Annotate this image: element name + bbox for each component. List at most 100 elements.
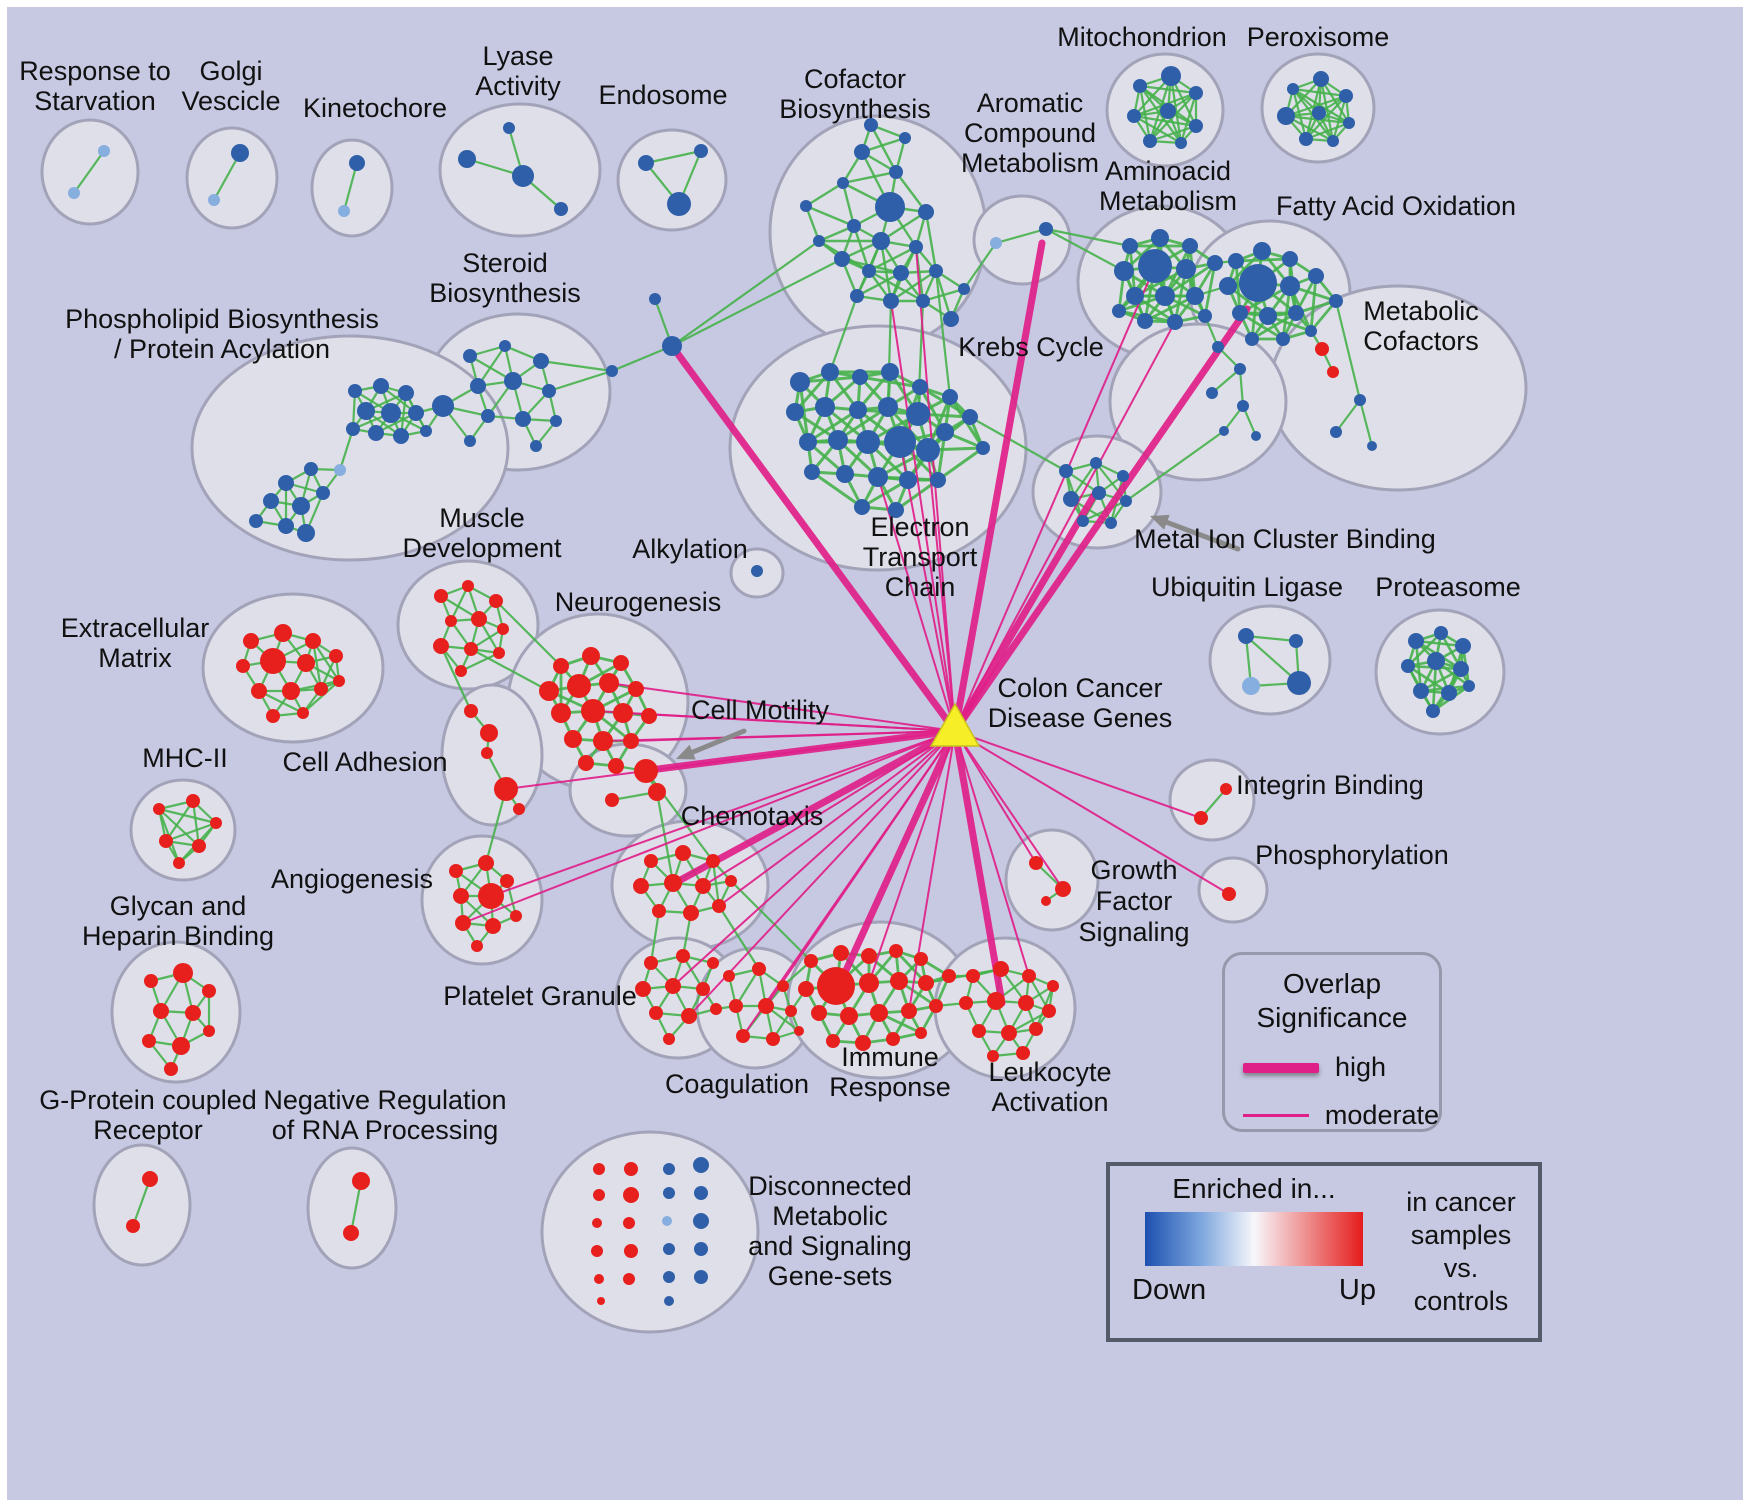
neurogenesis-node[interactable]: [613, 703, 633, 723]
krebs-etc-node[interactable]: [906, 402, 930, 426]
disconnected-blue-node[interactable]: [663, 1271, 675, 1283]
mitochondrion-node[interactable]: [1175, 137, 1187, 149]
endosome-node[interactable]: [694, 144, 708, 158]
immune-response-node[interactable]: [886, 1032, 900, 1046]
extracellular-matrix-node[interactable]: [314, 682, 328, 696]
disconnected-red-node[interactable]: [592, 1218, 602, 1228]
neurogenesis-node[interactable]: [539, 681, 559, 701]
metabolic-connectors-node[interactable]: [1251, 431, 1261, 441]
ubiquitin-ligase-node[interactable]: [1242, 677, 1260, 695]
steroid-biosynthesis-node[interactable]: [550, 415, 562, 427]
g-protein-coupled-receptor-node[interactable]: [126, 1219, 140, 1233]
phospholipid-biosynthesis-node[interactable]: [368, 425, 384, 441]
cofactor-biosynthesis-node[interactable]: [837, 177, 849, 189]
peroxisome-node[interactable]: [1339, 89, 1353, 103]
angiogenesis-node[interactable]: [449, 864, 463, 878]
disconnected-blue-node[interactable]: [694, 1242, 708, 1256]
steroid-biosynthesis-node[interactable]: [504, 372, 522, 390]
platelet-granule-node[interactable]: [707, 957, 719, 969]
krebs-etc-node[interactable]: [852, 369, 868, 385]
krebs-etc-node[interactable]: [888, 502, 904, 518]
krebs-etc-node[interactable]: [836, 465, 854, 483]
metabolic-cofactors-node[interactable]: [1327, 366, 1339, 378]
mitochondrion-node[interactable]: [1161, 66, 1181, 86]
leukocyte-activation-node[interactable]: [1001, 1025, 1017, 1041]
coagulation-node[interactable]: [752, 962, 766, 976]
cofactor-biosynthesis-node[interactable]: [916, 294, 930, 308]
chemotaxis-node[interactable]: [695, 878, 711, 894]
lyase-activity-node[interactable]: [554, 202, 568, 216]
integrin-binding-node[interactable]: [1220, 783, 1232, 795]
platelet-granule-node[interactable]: [649, 1006, 663, 1020]
platelet-granule-node[interactable]: [644, 956, 658, 970]
chemotaxis-node[interactable]: [683, 905, 699, 921]
aminoacid-metabolism-node[interactable]: [1138, 249, 1172, 283]
chemotaxis-node[interactable]: [652, 904, 666, 918]
krebs-etc-node[interactable]: [849, 401, 867, 419]
leukocyte-activation-node[interactable]: [987, 1050, 999, 1062]
aminoacid-metabolism-node[interactable]: [1207, 255, 1223, 271]
disconnected-red-node[interactable]: [624, 1244, 638, 1258]
mitochondrion-node[interactable]: [1189, 86, 1203, 100]
aminoacid-metabolism-node[interactable]: [1155, 286, 1175, 306]
phospholipid-biosynthesis-node[interactable]: [263, 493, 279, 509]
cofactor-biosynthesis-node[interactable]: [883, 293, 899, 309]
mitochondrion-node[interactable]: [1143, 134, 1157, 148]
metabolic-connectors-node[interactable]: [1234, 363, 1246, 375]
fatty-acid-oxidation-node[interactable]: [1280, 276, 1300, 296]
steroid-biosynthesis-node[interactable]: [542, 384, 556, 398]
lyase-activity-node[interactable]: [512, 165, 534, 187]
mhc-ii-node[interactable]: [192, 839, 206, 853]
platelet-granule-node[interactable]: [663, 1033, 675, 1045]
glycan-heparin-binding-node[interactable]: [203, 1025, 215, 1037]
disconnected-blue-node[interactable]: [663, 1163, 675, 1175]
fatty-acid-oxidation-node[interactable]: [1232, 305, 1248, 321]
extracellular-matrix-node[interactable]: [297, 707, 309, 719]
platelet-granule-node[interactable]: [696, 982, 710, 996]
metabolic-connectors-node[interactable]: [1206, 387, 1218, 399]
chemotaxis-node[interactable]: [725, 875, 737, 887]
cofactor-biosynthesis-node[interactable]: [893, 265, 909, 281]
leukocyte-activation-node[interactable]: [966, 969, 980, 983]
coagulation-node[interactable]: [785, 1005, 797, 1017]
aromatic-compound-metabolism-node[interactable]: [1039, 222, 1053, 236]
coagulation-node[interactable]: [777, 980, 789, 992]
disconnected-blue-node[interactable]: [662, 1216, 672, 1226]
neurogenesis-node[interactable]: [599, 673, 619, 693]
cofactor-biosynthesis-node[interactable]: [872, 232, 890, 250]
peroxisome-node[interactable]: [1299, 132, 1313, 146]
neurogenesis-node[interactable]: [641, 708, 657, 724]
aminoacid-metabolism-node[interactable]: [1126, 287, 1144, 305]
mitochondrion-node[interactable]: [1133, 79, 1147, 93]
krebs-etc-node[interactable]: [912, 379, 928, 395]
disconnected-red-node[interactable]: [593, 1189, 605, 1201]
krebs-etc-node[interactable]: [976, 441, 990, 455]
platelet-granule-node[interactable]: [710, 1003, 722, 1015]
golgi-vescicle-node[interactable]: [208, 194, 220, 206]
disconnected-blue-node[interactable]: [694, 1186, 708, 1200]
disconnected-red-node[interactable]: [594, 1274, 604, 1284]
immune-response-node[interactable]: [889, 944, 903, 958]
kinetochore-node[interactable]: [349, 155, 365, 171]
leukocyte-activation-node[interactable]: [1016, 1046, 1030, 1060]
neurogenesis-node[interactable]: [582, 647, 600, 665]
immune-response-node[interactable]: [833, 945, 849, 961]
peroxisome-node[interactable]: [1313, 71, 1329, 87]
negative-regulation-rna-node[interactable]: [343, 1225, 359, 1241]
aminoacid-metabolism-node[interactable]: [1182, 238, 1198, 254]
colon-cancer-disease-genes-node[interactable]: [929, 702, 981, 747]
peroxisome-node[interactable]: [1277, 107, 1295, 125]
angiogenesis-node[interactable]: [453, 888, 469, 904]
krebs-etc-node[interactable]: [854, 499, 870, 515]
peroxisome-node[interactable]: [1343, 117, 1355, 129]
immune-response-node[interactable]: [859, 973, 879, 993]
lyase-activity-node[interactable]: [458, 150, 476, 168]
krebs-etc-node[interactable]: [804, 464, 820, 480]
cell-motility-node[interactable]: [648, 783, 666, 801]
phospholipid-biosynthesis-node[interactable]: [357, 402, 375, 420]
krebs-etc-node[interactable]: [942, 389, 958, 405]
phospholipid-biosynthesis-node[interactable]: [316, 486, 330, 500]
neurogenesis-node[interactable]: [623, 733, 639, 749]
cofactor-biosynthesis-node[interactable]: [958, 283, 970, 295]
muscle-development-node[interactable]: [497, 623, 509, 635]
